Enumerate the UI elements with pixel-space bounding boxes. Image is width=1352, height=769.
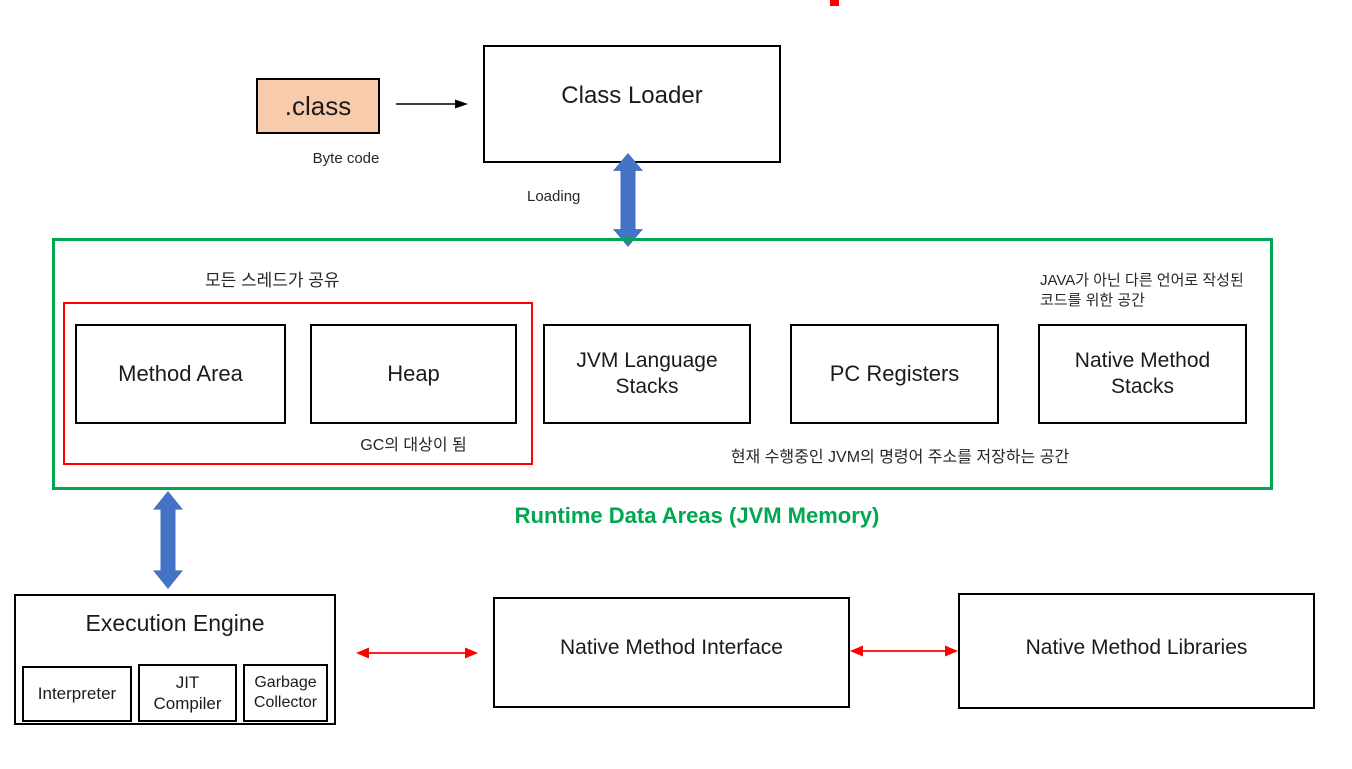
shared-memory-group bbox=[63, 302, 533, 465]
byte-code-caption: Byte code bbox=[312, 150, 380, 167]
engine-to-interface-double-arrow bbox=[356, 647, 478, 659]
heap-box: Heap bbox=[310, 324, 517, 424]
native-method-interface-box: Native Method Interface bbox=[493, 597, 850, 708]
runtime-data-areas-title: Runtime Data Areas (JVM Memory) bbox=[514, 503, 880, 528]
gc-target-note: GC의 대상이 됨 bbox=[360, 437, 467, 454]
shared-threads-note: 모든 스레드가 공유 bbox=[205, 271, 340, 290]
jvm-language-stacks-label: JVM Language Stacks bbox=[576, 348, 718, 398]
red-artifact-dot bbox=[830, 0, 839, 6]
garbage-collector-label: Garbage Collector bbox=[253, 674, 318, 711]
native-method-stacks-label: Native Method Stacks bbox=[1074, 348, 1211, 398]
native-method-stacks-box: Native Method Stacks bbox=[1038, 324, 1247, 424]
pc-registers-box: PC Registers bbox=[790, 324, 999, 424]
garbage-collector-box: Garbage Collector bbox=[243, 664, 328, 722]
runtime-data-areas-container bbox=[52, 238, 1273, 490]
loading-double-arrow bbox=[613, 153, 643, 247]
method-area-box: Method Area bbox=[75, 324, 286, 424]
native-method-interface-label: Native Method Interface bbox=[560, 636, 783, 659]
jit-compiler-label: JIT Compiler bbox=[153, 672, 222, 713]
interpreter-label: Interpreter bbox=[37, 684, 117, 704]
interpreter-box: Interpreter bbox=[22, 666, 132, 722]
heap-label: Heap bbox=[387, 361, 440, 387]
native-stacks-note: JAVA가 아닌 다른 언어로 작성된 코드를 위한 공간 bbox=[1040, 272, 1244, 309]
pc-register-note: 현재 수행중인 JVM의 명령어 주소를 저장하는 공간 bbox=[730, 449, 1070, 466]
native-method-libraries-box: Native Method Libraries bbox=[958, 593, 1315, 709]
class-file-label: .class bbox=[284, 90, 352, 121]
class-loader-box: Class Loader bbox=[483, 45, 781, 163]
interface-to-libraries-double-arrow bbox=[850, 645, 958, 657]
jit-compiler-box: JIT Compiler bbox=[138, 664, 237, 722]
runtime-to-engine-double-arrow bbox=[153, 491, 183, 589]
class-loader-label: Class Loader bbox=[561, 82, 703, 109]
method-area-label: Method Area bbox=[118, 361, 243, 387]
class-to-loader-arrow bbox=[396, 99, 468, 109]
execution-engine-label: Execution Engine bbox=[85, 610, 265, 636]
loading-label: Loading bbox=[527, 188, 581, 205]
native-method-libraries-label: Native Method Libraries bbox=[1025, 636, 1248, 659]
class-file-box: .class bbox=[256, 78, 380, 134]
jvm-language-stacks-box: JVM Language Stacks bbox=[543, 324, 751, 424]
execution-engine-box: Execution Engine Interpreter JIT Compile… bbox=[14, 594, 336, 725]
pc-registers-label: PC Registers bbox=[829, 361, 960, 387]
